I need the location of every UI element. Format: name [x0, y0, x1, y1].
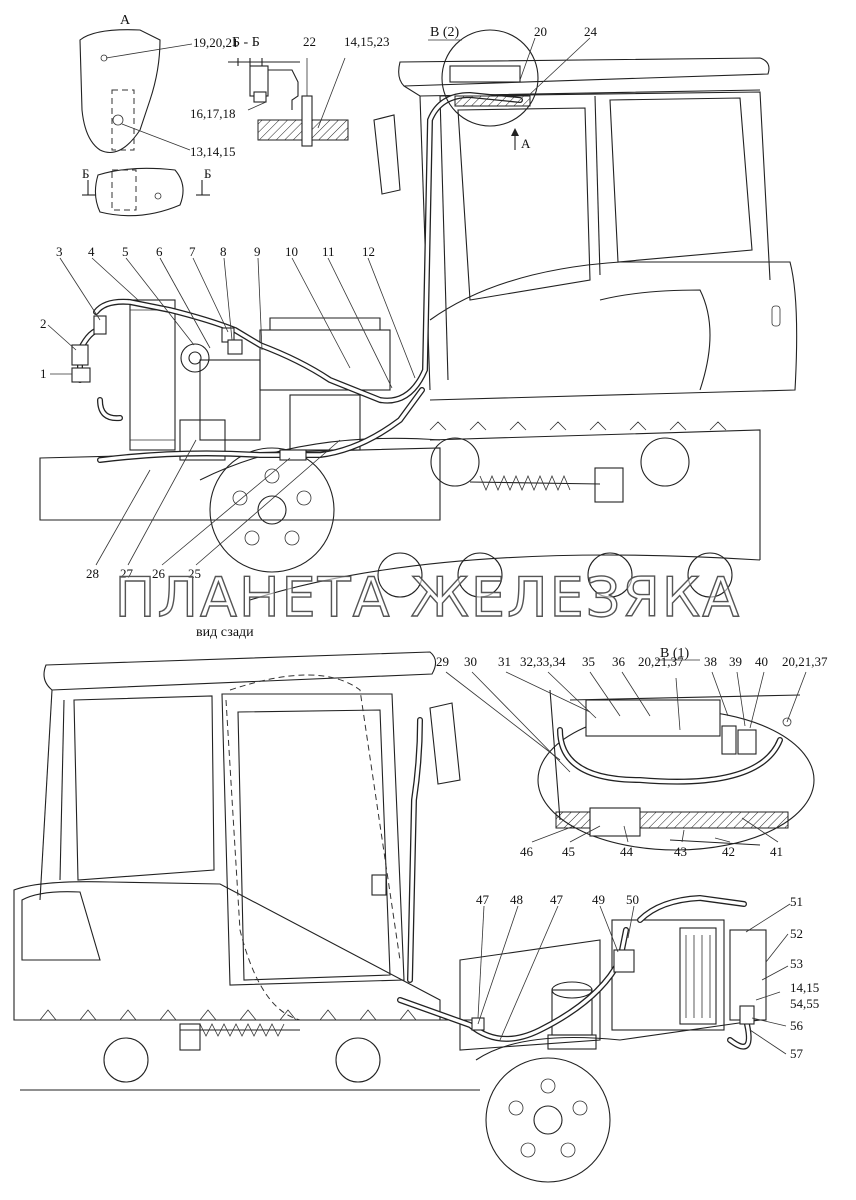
callout: 29	[436, 654, 449, 669]
view-labels: А Б - Б Б Б В (2) А вид сзади В (1)	[82, 13, 690, 661]
callout: 52	[790, 926, 803, 941]
callout: 16,17,18	[190, 106, 236, 121]
callout: 31	[498, 654, 511, 669]
callout: 11	[322, 244, 335, 259]
top-leader-lines	[47, 257, 416, 566]
callout: 50	[626, 892, 639, 907]
callout: 51	[790, 894, 803, 909]
callout: 46	[520, 844, 534, 859]
callout: 25	[188, 566, 201, 581]
callout: 27	[120, 566, 134, 581]
bottom-leader-lines	[445, 671, 807, 1055]
callout: 53	[790, 956, 803, 971]
callout: 43	[674, 844, 687, 859]
callout: 7	[189, 244, 196, 259]
callout: 26	[152, 566, 166, 581]
callout: 38	[704, 654, 717, 669]
callout: 45	[562, 844, 575, 859]
callout: 36	[612, 654, 626, 669]
callout: 40	[755, 654, 768, 669]
callout: 54,55	[790, 996, 819, 1011]
callout: 47	[476, 892, 490, 907]
callout: 10	[285, 244, 298, 259]
callout: 30	[464, 654, 477, 669]
callout: 20,21,37	[782, 654, 828, 669]
callout: 39	[729, 654, 742, 669]
callout: 14,15	[790, 980, 819, 995]
callouts-bottom: 29 30 31 32,33,34 35 36 20,21,37 38 39 4…	[436, 654, 828, 1061]
callout: 2	[40, 316, 47, 331]
callout: 3	[56, 244, 63, 259]
callout: 8	[220, 244, 227, 259]
callout: 41	[770, 844, 783, 859]
section-bb-label: Б - Б	[232, 35, 260, 50]
callout: 19,20,21	[193, 35, 239, 50]
callout: 57	[790, 1046, 804, 1061]
callout: 47	[550, 892, 564, 907]
callout: 4	[88, 244, 95, 259]
callout: 9	[254, 244, 261, 259]
callout: 48	[510, 892, 523, 907]
section-mark-left: Б	[82, 166, 89, 181]
callout: 44	[620, 844, 634, 859]
view-v1-label: В (1)	[660, 646, 690, 661]
callout: 5	[122, 244, 129, 259]
rear-view-label: вид сзади	[196, 625, 254, 640]
callout: 14,15,23	[344, 34, 390, 49]
callout: 20,21,37	[638, 654, 684, 669]
tractor-side-view	[39, 29, 798, 601]
callout: 22	[303, 34, 316, 49]
section-bb-detail	[228, 57, 349, 147]
callout: 42	[722, 844, 735, 859]
callout: 32,33,34	[520, 654, 566, 669]
callout: 6	[156, 244, 163, 259]
callout: 24	[584, 24, 598, 39]
view-a-label: А	[120, 13, 131, 28]
rear-view	[13, 651, 815, 1183]
view-v2-label: В (2)	[430, 25, 460, 40]
callout: 56	[790, 1018, 804, 1033]
arrow-a-label: А	[521, 136, 531, 151]
callout: 28	[86, 566, 99, 581]
callout: 13,14,15	[190, 144, 236, 159]
view-a-detail	[79, 29, 210, 217]
callout: 12	[362, 244, 375, 259]
callouts-top: 19,20,21 13,14,15 22 14,15,23 16,17,18 2…	[40, 24, 598, 581]
callout: 1	[40, 366, 47, 381]
callout: 35	[582, 654, 595, 669]
callout: 49	[592, 892, 605, 907]
section-mark-right: Б	[204, 166, 211, 181]
callout: 20	[534, 24, 547, 39]
